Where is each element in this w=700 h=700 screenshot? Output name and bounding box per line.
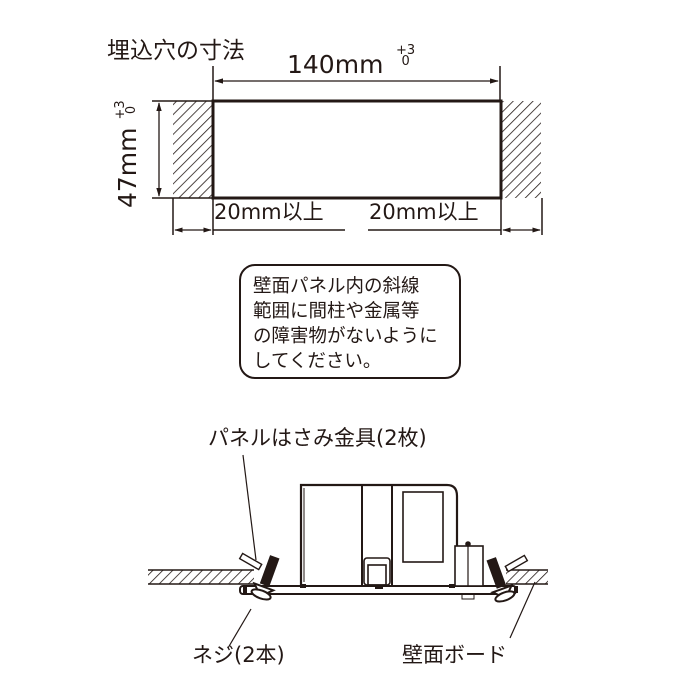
hatch-left: [173, 101, 213, 198]
height-dimension-label: 47mm +3 0: [113, 38, 142, 208]
leader-wall-board: [509, 581, 536, 639]
caution-note-box: 壁面パネル内の斜線 範囲に間柱や金属等 の障害物がないように してください。: [239, 264, 461, 379]
width-tolerance: +3 0: [396, 43, 416, 69]
wall-board-right: [506, 570, 548, 584]
note-line-2: 範囲に間柱や金属等: [253, 301, 420, 322]
display-window: [402, 491, 444, 563]
width-tolerance-minus: 0: [401, 54, 410, 69]
leader-panel-clip: [242, 454, 257, 561]
device-body: [299, 483, 459, 585]
height-dimension-value: 47mm: [113, 127, 142, 208]
callout-screw: ネジ(2本): [192, 643, 285, 667]
width-tolerance-plus: +3: [396, 43, 416, 58]
left-panel-clip: [238, 552, 263, 571]
note-line-3: の障害物がないように: [253, 326, 438, 347]
clearance-left-label: 20mm以上: [214, 200, 324, 224]
note-line-1: 壁面パネル内の斜線: [253, 276, 420, 297]
note-line-4: してください。: [253, 351, 382, 372]
callout-panel-clip: パネルはさみ金具(2枚): [208, 426, 427, 450]
side-module: [454, 545, 484, 587]
wall-board-left: [148, 570, 254, 584]
installation-cross-section: [148, 454, 548, 649]
left-screw: [250, 555, 280, 601]
cutout-title: 埋込穴の寸法: [107, 38, 245, 64]
hatch-right: [501, 101, 541, 198]
right-panel-clip: [504, 554, 529, 573]
right-screw: [486, 557, 516, 603]
leader-screw: [227, 608, 252, 649]
cutout-dimension-drawing: [152, 66, 543, 235]
cutout-rectangle: [211, 99, 503, 200]
clearance-right-label: 20mm以上: [369, 200, 479, 224]
width-dimension-label: 140mm: [287, 50, 384, 79]
callout-wall-board: 壁面ボード: [402, 643, 507, 667]
height-tolerance: +3 0: [113, 100, 139, 119]
